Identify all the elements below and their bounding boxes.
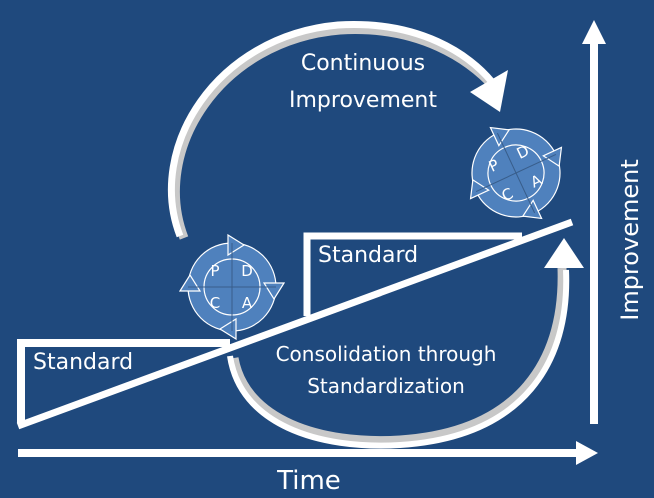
improvement-axis-line: [590, 42, 598, 424]
consolidation-arrowhead: [544, 238, 584, 268]
standard-wedge-2: [303, 232, 522, 316]
time-axis-arrowhead: [576, 441, 598, 465]
standard-wedge-1: [17, 339, 230, 423]
continuous-improvement-arc: [167, 21, 508, 240]
continuous-improvement-arrowhead: [470, 70, 508, 112]
pdca-1-check: C: [210, 294, 220, 312]
pdca-1-plan: P: [210, 262, 219, 280]
standard-wedge-1-label: Standard: [33, 350, 133, 375]
pdca-cycle-1: P D C A: [179, 234, 285, 340]
continuous-improvement-label-line1: Continuous: [301, 51, 425, 76]
improvement-slope-line: [16, 218, 574, 430]
pdca-1-do: D: [241, 262, 253, 280]
consolidation-arc: [227, 238, 584, 449]
improvement-axis-arrowhead: [582, 20, 606, 44]
consolidation-label-line1: Consolidation through: [276, 342, 497, 366]
consolidation-label-line2: Standardization: [307, 374, 465, 398]
pdca-cycle-2: P D C A: [446, 103, 586, 243]
continuous-improvement-label-line2: Improvement: [289, 88, 437, 113]
time-axis: [18, 441, 598, 465]
time-axis-line: [18, 449, 578, 457]
time-axis-label: Time: [276, 466, 341, 496]
improvement-axis: [582, 20, 606, 424]
pdca-1-act: A: [242, 294, 253, 312]
improvement-axis-label: Improvement: [616, 159, 644, 320]
standard-wedge-2-label: Standard: [318, 243, 418, 268]
